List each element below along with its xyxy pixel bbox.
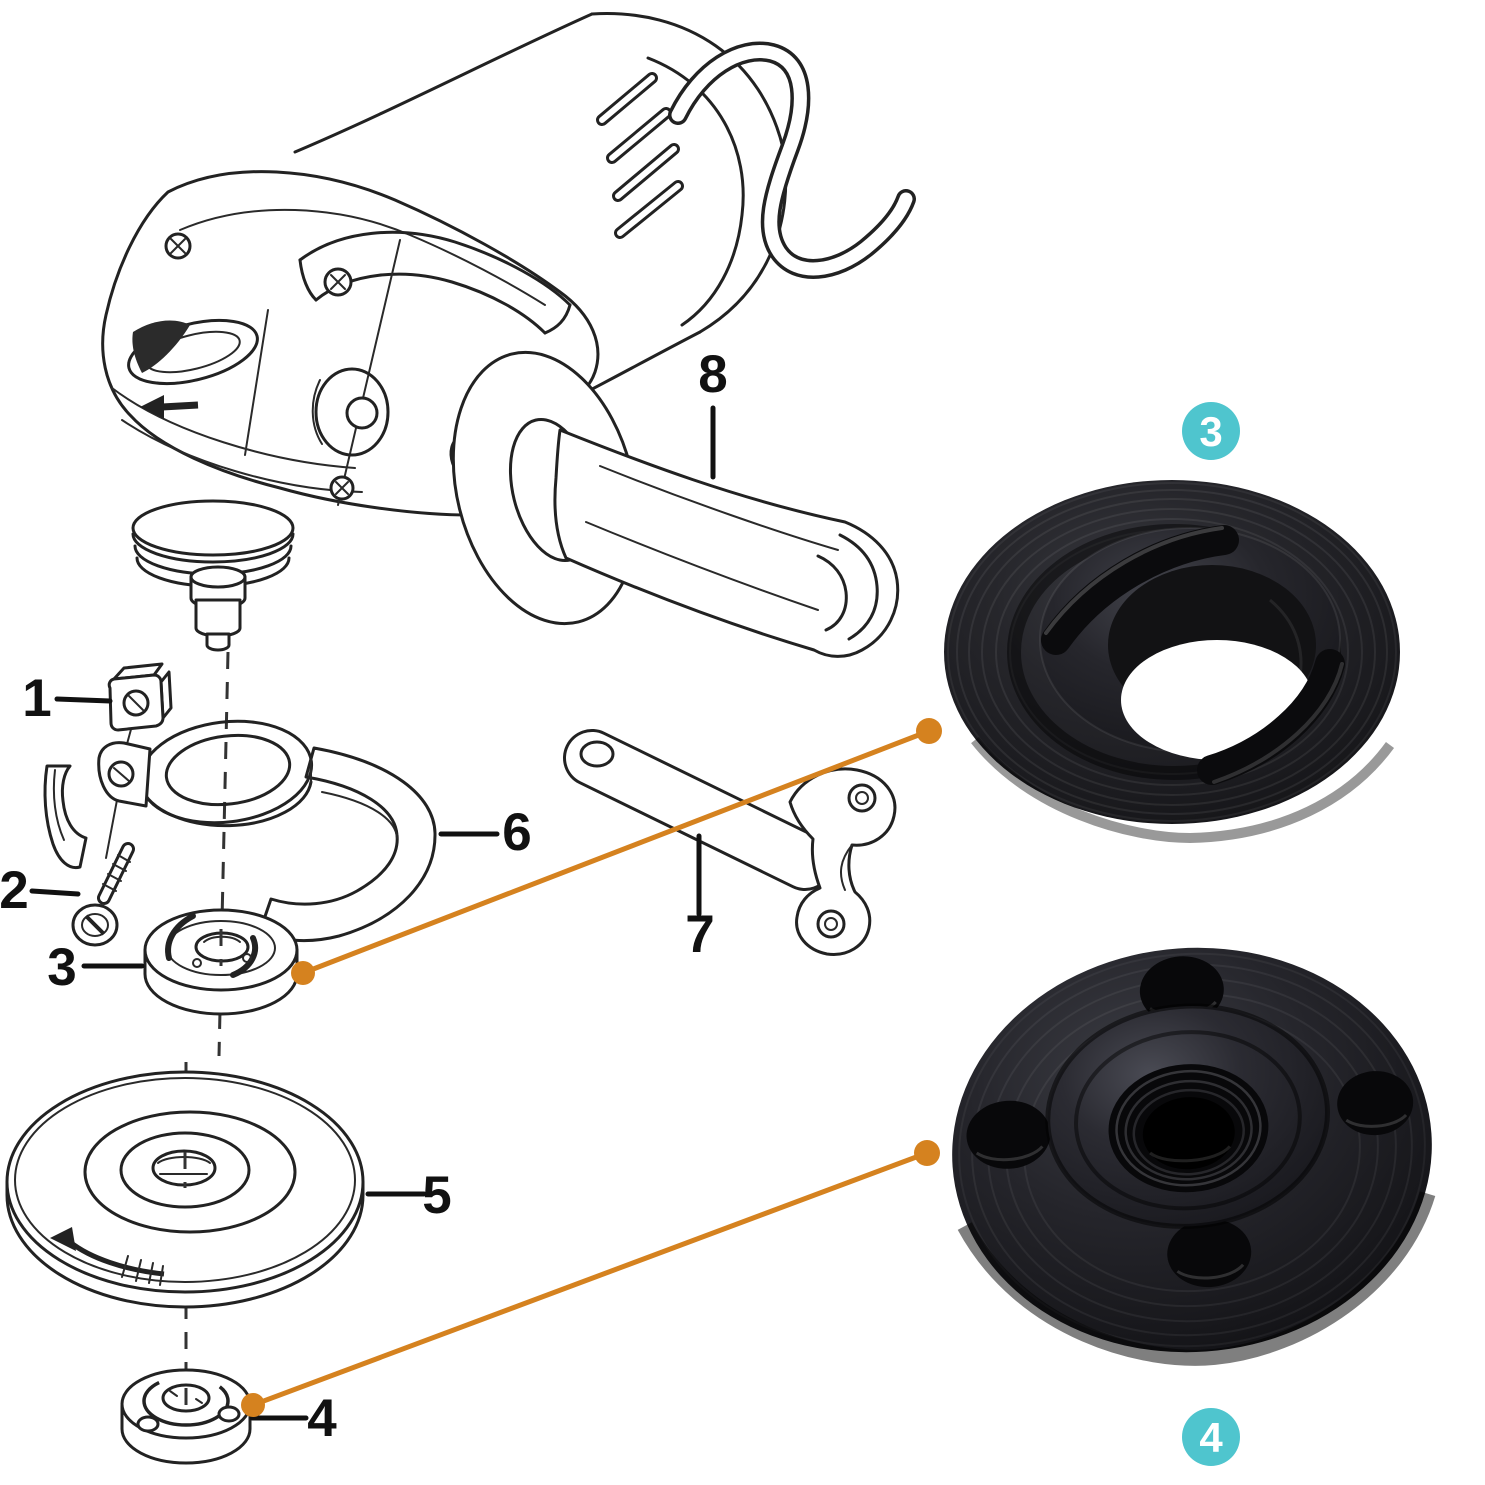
photo-inner-flange [944, 480, 1400, 844]
badge-4-number: 4 [1199, 1414, 1223, 1461]
drive-ridge-lower [1197, 649, 1345, 785]
grinder-drawing [101, 12, 916, 658]
handle-window-outer [298, 230, 572, 307]
handle-window-right [543, 303, 572, 335]
connector-line-4 [252, 1150, 928, 1408]
photo-lock-nut [952, 947, 1436, 1366]
side-boss-drawing [311, 367, 390, 457]
connector-dot-3-part [291, 961, 315, 985]
side-handle-drawing [449, 350, 900, 658]
guard-band-end [43, 764, 88, 870]
wheel-guard-drawing [43, 719, 437, 943]
clamp-bolt-axis-2 [105, 799, 118, 859]
wrench-hanging-hole [579, 740, 615, 768]
clamp-nut-drawing [107, 662, 173, 732]
pin-wrench-drawing [563, 729, 897, 956]
part-label-3: 3 [47, 938, 76, 997]
leader-line-2 [29, 888, 81, 897]
part-label-8: 8 [698, 345, 727, 404]
connector-dot-4-photo [914, 1140, 940, 1166]
leader-line-1 [54, 696, 113, 704]
part-label-4: 4 [307, 1389, 337, 1448]
guard-ring-inner [164, 733, 292, 807]
connector-dot-3-photo [916, 718, 942, 744]
part-label-1: 1 [22, 669, 51, 728]
badge-4: 4 [1182, 1408, 1240, 1466]
head-crease-1 [244, 309, 269, 456]
rotation-arrow [140, 395, 199, 419]
badge-3: 3 [1182, 402, 1240, 460]
connector-dot-4-part [241, 1393, 265, 1417]
part-label-7: 7 [685, 905, 714, 964]
vent-slots [596, 72, 684, 239]
handle-grip [553, 428, 900, 658]
part-label-5: 5 [422, 1166, 451, 1225]
wheel-rotation-arrow [50, 1227, 165, 1286]
switch-lever-drawing [127, 318, 259, 386]
part-labels: 1 2 3 4 5 6 7 8 [0, 345, 728, 1448]
part-label-2: 2 [0, 861, 29, 920]
lock-nut-drawing [120, 1368, 252, 1465]
head-face-band-1 [111, 387, 356, 469]
connector-4 [241, 1140, 940, 1417]
power-cord-drawing [668, 41, 916, 279]
head-screw-icons [164, 232, 355, 501]
part-label-6: 6 [502, 803, 531, 862]
clamp-screw-drawing [71, 842, 135, 947]
grinding-wheel-drawing [5, 1070, 365, 1309]
handle-window-left [298, 258, 318, 302]
inner-flange-drawing [143, 908, 299, 1016]
drive-ridge-upper [1041, 525, 1239, 655]
connector-line-3 [302, 728, 930, 976]
spindle-drawing [131, 499, 295, 652]
badge-3-circle [1182, 402, 1240, 460]
badge-3-number: 3 [1199, 408, 1222, 455]
guard-band-lower [139, 780, 313, 828]
body-top-edge [293, 12, 594, 154]
connector-3 [291, 718, 942, 985]
badge-4-circle [1182, 1408, 1240, 1466]
